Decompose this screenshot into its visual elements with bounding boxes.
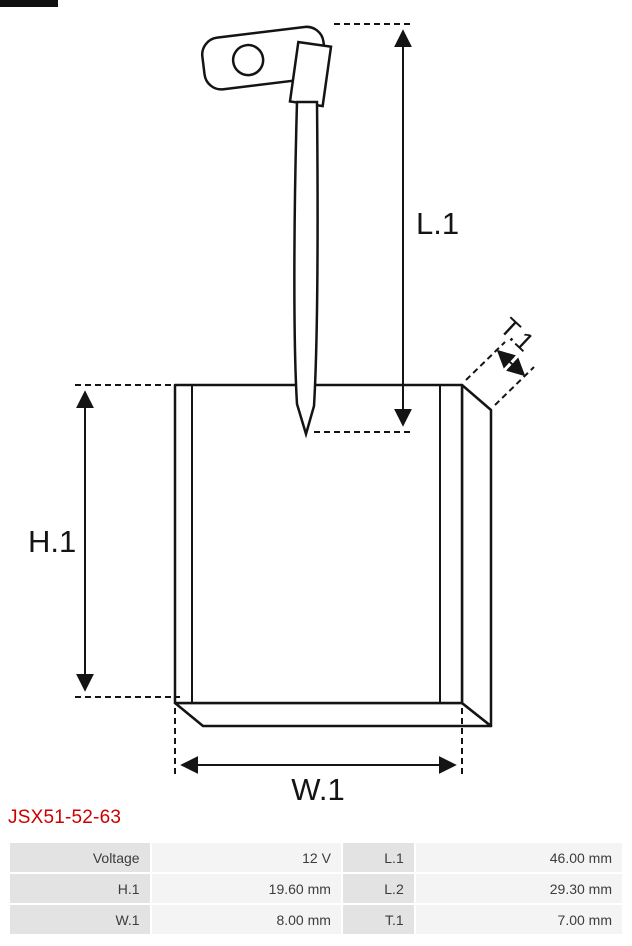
spec-label-t1: T.1 [340, 903, 416, 936]
spec-table: Voltage 12 V L.1 46.00 mm H.1 19.60 mm L… [8, 841, 625, 936]
dimension-w1 [174, 708, 463, 776]
spec-value-l1: 46.00 mm [413, 841, 625, 874]
brush-drawing-svg: L.1 H.1 W.1 T.1 [28, 23, 540, 807]
spec-label-l2: L.2 [340, 872, 416, 905]
lead-wire [293, 100, 319, 439]
spec-value-voltage: 12 V [149, 841, 343, 874]
terminal-lug [200, 25, 333, 108]
dim-label-t1: T.1 [494, 312, 540, 358]
spec-label-l1: L.1 [340, 841, 416, 874]
spec-row-h1: H.1 19.60 mm L.2 29.30 mm [8, 872, 625, 905]
spec-value-t1: 7.00 mm [413, 903, 625, 936]
spec-label-w1: W.1 [8, 903, 152, 936]
dim-label-h1: H.1 [28, 524, 76, 559]
technical-diagram: L.1 H.1 W.1 T.1 [0, 8, 632, 807]
crimp-sleeve [288, 40, 333, 108]
brush-body [173, 383, 493, 728]
spec-value-l2: 29.30 mm [413, 872, 625, 905]
dimension-t1 [465, 341, 535, 406]
dimension-l1 [314, 23, 414, 433]
spec-row-w1: W.1 8.00 mm T.1 7.00 mm [8, 903, 625, 936]
spec-label-voltage: Voltage [8, 841, 152, 874]
terminal-hole [231, 43, 265, 77]
dimension-h1 [75, 384, 180, 698]
part-number: JSX51-52-63 [8, 807, 122, 828]
spec-label-h1: H.1 [8, 872, 152, 905]
dim-label-l1: L.1 [416, 206, 459, 241]
dim-label-w1: W.1 [291, 772, 344, 806]
spec-row-voltage: Voltage 12 V L.1 46.00 mm [8, 841, 625, 874]
spec-value-h1: 19.60 mm [149, 872, 343, 905]
spec-value-w1: 8.00 mm [149, 903, 343, 936]
top-left-marker [0, 0, 58, 7]
